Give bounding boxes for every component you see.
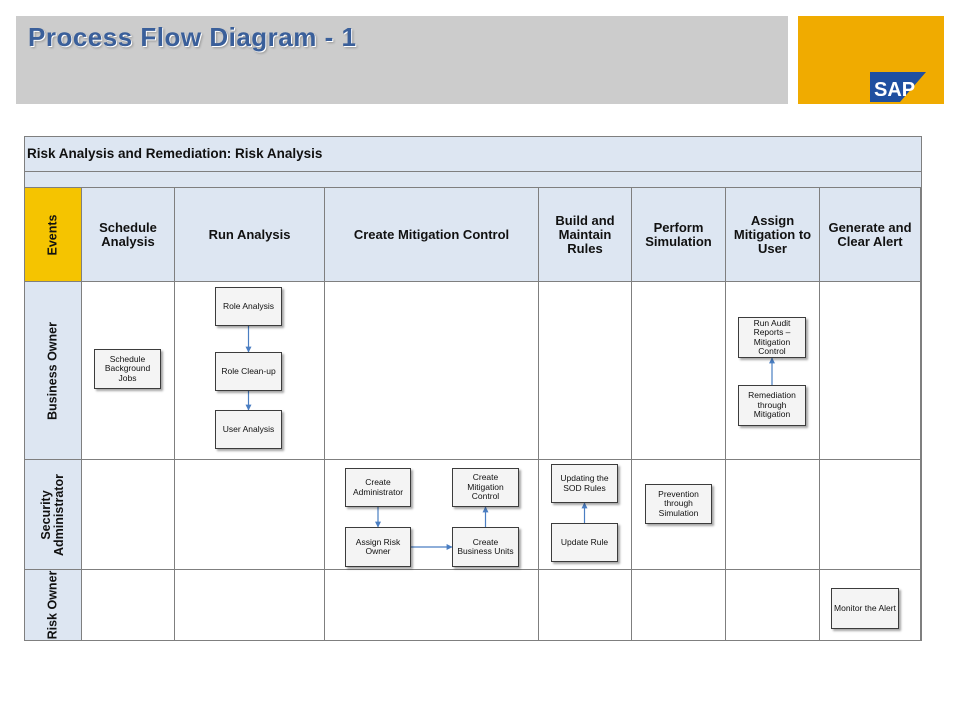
step-run-audit-reports[interactable]: Run Audit Reports – Mitigation Control xyxy=(738,317,806,358)
step-user-analysis[interactable]: User Analysis xyxy=(215,410,282,449)
spacer-row xyxy=(25,172,921,188)
lane-cell xyxy=(175,570,325,640)
column-header-run-analysis: Run Analysis xyxy=(175,188,325,282)
step-remediation-through-mitigation[interactable]: Remediation through Mitigation xyxy=(738,385,806,426)
lane-cell xyxy=(82,570,175,640)
lane-cell xyxy=(726,282,820,460)
lane-cell xyxy=(632,460,726,570)
diagram-title-row: Risk Analysis and Remediation: Risk Anal… xyxy=(25,137,921,172)
lane-cell xyxy=(82,460,175,570)
lane-cell xyxy=(820,460,921,570)
title-bar: Process Flow Diagram - 1 xyxy=(16,16,788,104)
lane-cell xyxy=(820,570,921,640)
lane-cell xyxy=(632,282,726,460)
lane-label-risk-owner: Risk Owner xyxy=(45,570,60,640)
lane-header-business-owner: Business Owner xyxy=(25,282,82,460)
page-title: Process Flow Diagram - 1 xyxy=(28,22,357,52)
step-monitor-the-alert[interactable]: Monitor the Alert xyxy=(831,588,899,629)
lane-cell xyxy=(539,460,632,570)
lane-cell xyxy=(175,282,325,460)
step-schedule-background-jobs[interactable]: Schedule Background Jobs xyxy=(94,349,161,389)
lane-cell xyxy=(726,460,820,570)
column-header-perform-simulation: Perform Simulation xyxy=(632,188,726,282)
lane-label-security-administrator: Security Administrator xyxy=(39,470,66,560)
step-create-administrator[interactable]: Create Administrator xyxy=(345,468,411,507)
step-create-business-units[interactable]: Create Business Units xyxy=(452,527,519,567)
lane-cell xyxy=(726,570,820,640)
lane-cell xyxy=(325,570,539,640)
step-role-analysis[interactable]: Role Analysis xyxy=(215,287,282,326)
step-create-mitigation-control[interactable]: Create Mitigation Control xyxy=(452,468,519,507)
column-header-generate-clear-alert: Generate and Clear Alert xyxy=(820,188,921,282)
logo-box: SAP xyxy=(798,16,944,104)
lane-cell xyxy=(539,570,632,640)
lane-cell xyxy=(175,460,325,570)
sap-logo-text: SAP xyxy=(874,79,915,101)
step-prevention-through-simulation[interactable]: Prevention through Simulation xyxy=(645,484,712,524)
lane-header-risk-owner: Risk Owner xyxy=(25,570,82,640)
swimlane-diagram: Risk Analysis and Remediation: Risk Anal… xyxy=(24,136,922,641)
column-header-schedule-analysis: Schedule Analysis xyxy=(82,188,175,282)
lane-cell xyxy=(325,460,539,570)
events-label: Events xyxy=(45,214,60,255)
step-role-clean-up[interactable]: Role Clean-up xyxy=(215,352,282,391)
column-header-assign-mitigation: Assign Mitigation to User xyxy=(726,188,820,282)
step-updating-sod-rules[interactable]: Updating the SOD Rules xyxy=(551,464,618,503)
lane-cell xyxy=(325,282,539,460)
lane-label-business-owner: Business Owner xyxy=(45,321,60,420)
diagram-title: Risk Analysis and Remediation: Risk Anal… xyxy=(27,146,323,161)
step-assign-risk-owner[interactable]: Assign Risk Owner xyxy=(345,527,411,567)
lane-cell xyxy=(82,282,175,460)
lane-label-text: Security Administrator xyxy=(39,473,66,556)
column-header-create-mitigation-control: Create Mitigation Control xyxy=(325,188,539,282)
column-header-build-maintain-rules: Build and Maintain Rules xyxy=(539,188,632,282)
sap-logo-icon: SAP xyxy=(870,72,926,102)
lane-header-security-administrator: Security Administrator xyxy=(25,460,82,570)
lane-header-events: Events xyxy=(25,188,82,282)
lane-cell xyxy=(820,282,921,460)
lane-cell xyxy=(632,570,726,640)
step-update-rule[interactable]: Update Rule xyxy=(551,523,618,562)
lane-cell xyxy=(539,282,632,460)
